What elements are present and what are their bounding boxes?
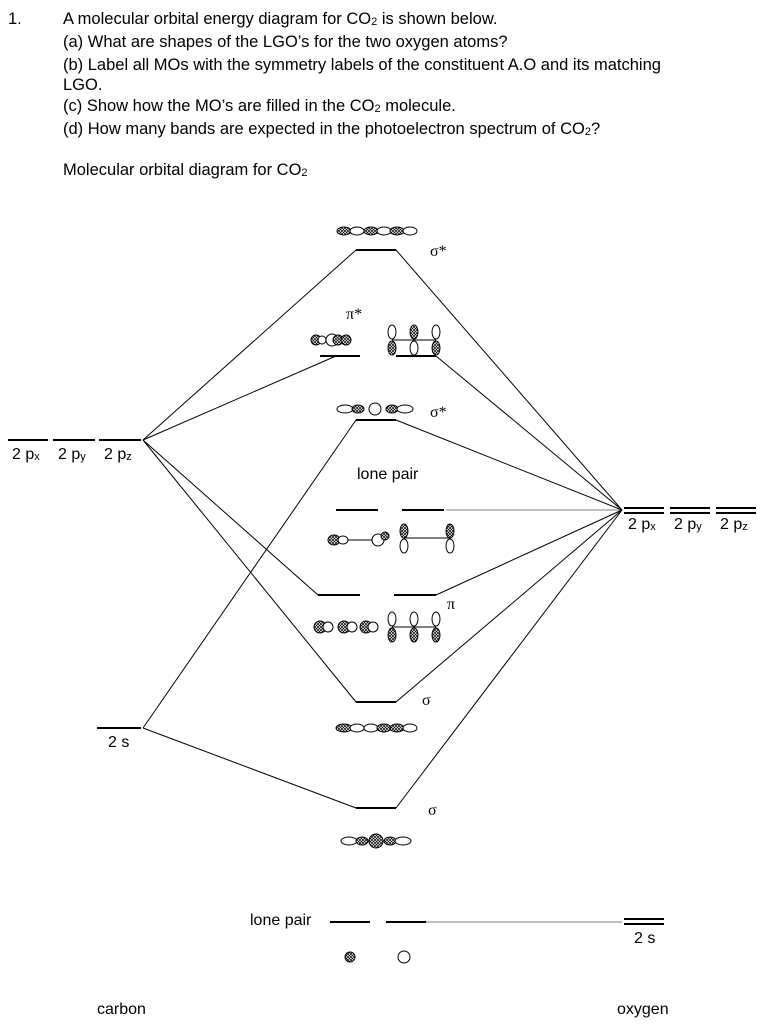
sigma-star-mid-orbital-icon bbox=[336, 402, 414, 416]
lone-pair-mid-label: lone pair bbox=[357, 466, 419, 483]
oxygen-2py-label: 2 py bbox=[674, 516, 702, 533]
sigma-low-label: σ bbox=[428, 802, 437, 819]
lone-pair-mid-orbital-icon-1 bbox=[327, 531, 390, 547]
sigma-star-mid-label: σ* bbox=[430, 404, 447, 421]
sigma-star-top-label: σ* bbox=[430, 243, 447, 260]
sigma-mid-label: σ bbox=[422, 692, 431, 709]
question-line-1: A molecular orbital energy diagram for C… bbox=[63, 10, 498, 28]
oxygen-2pz-label: 2 pz bbox=[720, 516, 748, 533]
question-part-b: (b) Label all MOs with the symmetry labe… bbox=[63, 56, 661, 74]
question-part-d: (d) How many bands are expected in the p… bbox=[63, 120, 601, 138]
lone-pair-low-label: lone pair bbox=[250, 912, 312, 929]
oxygen-2s-label: 2 s bbox=[634, 930, 656, 947]
pi-orbital-icon-1 bbox=[313, 620, 379, 634]
question-number: 1. bbox=[8, 10, 22, 28]
carbon-2py-label: 2 py bbox=[58, 446, 86, 463]
question-part-b-cont: LGO. bbox=[63, 76, 103, 94]
pi-label: π bbox=[447, 596, 456, 613]
pi-star-label: π* bbox=[346, 306, 363, 323]
sigma-star-top-orbital-icon bbox=[336, 226, 418, 236]
carbon-2s-label: 2 s bbox=[108, 734, 130, 751]
lone-pair-low-orbital-icon-2 bbox=[397, 950, 411, 964]
correlation-lines bbox=[142, 249, 623, 923]
carbon-label: carbon bbox=[97, 1001, 146, 1018]
sigma-mid-orbital-icon bbox=[335, 723, 418, 733]
oxygen-2px-label: 2 px bbox=[628, 516, 656, 533]
diagram-caption: Molecular orbital diagram for CO2 bbox=[63, 161, 308, 179]
carbon-2pz-label: 2 pz bbox=[104, 446, 132, 463]
energy-levels bbox=[8, 249, 756, 925]
pi-star-orbital-icon-2 bbox=[387, 324, 441, 356]
pi-star-orbital-icon-1 bbox=[310, 333, 352, 347]
sigma-low-orbital-icon bbox=[340, 833, 412, 849]
carbon-2px-label: 2 px bbox=[12, 446, 40, 463]
pi-orbital-icon-2 bbox=[387, 611, 441, 643]
lone-pair-mid-orbital-icon-2 bbox=[399, 523, 455, 554]
question-part-a: (a) What are shapes of the LGO’s for the… bbox=[63, 33, 508, 51]
oxygen-label: oxygen bbox=[617, 1001, 669, 1018]
orbital-sketches bbox=[310, 226, 455, 964]
lone-pair-low-orbital-icon-1 bbox=[344, 951, 356, 963]
question-part-c: (c) Show how the MO’s are filled in the … bbox=[63, 97, 456, 115]
